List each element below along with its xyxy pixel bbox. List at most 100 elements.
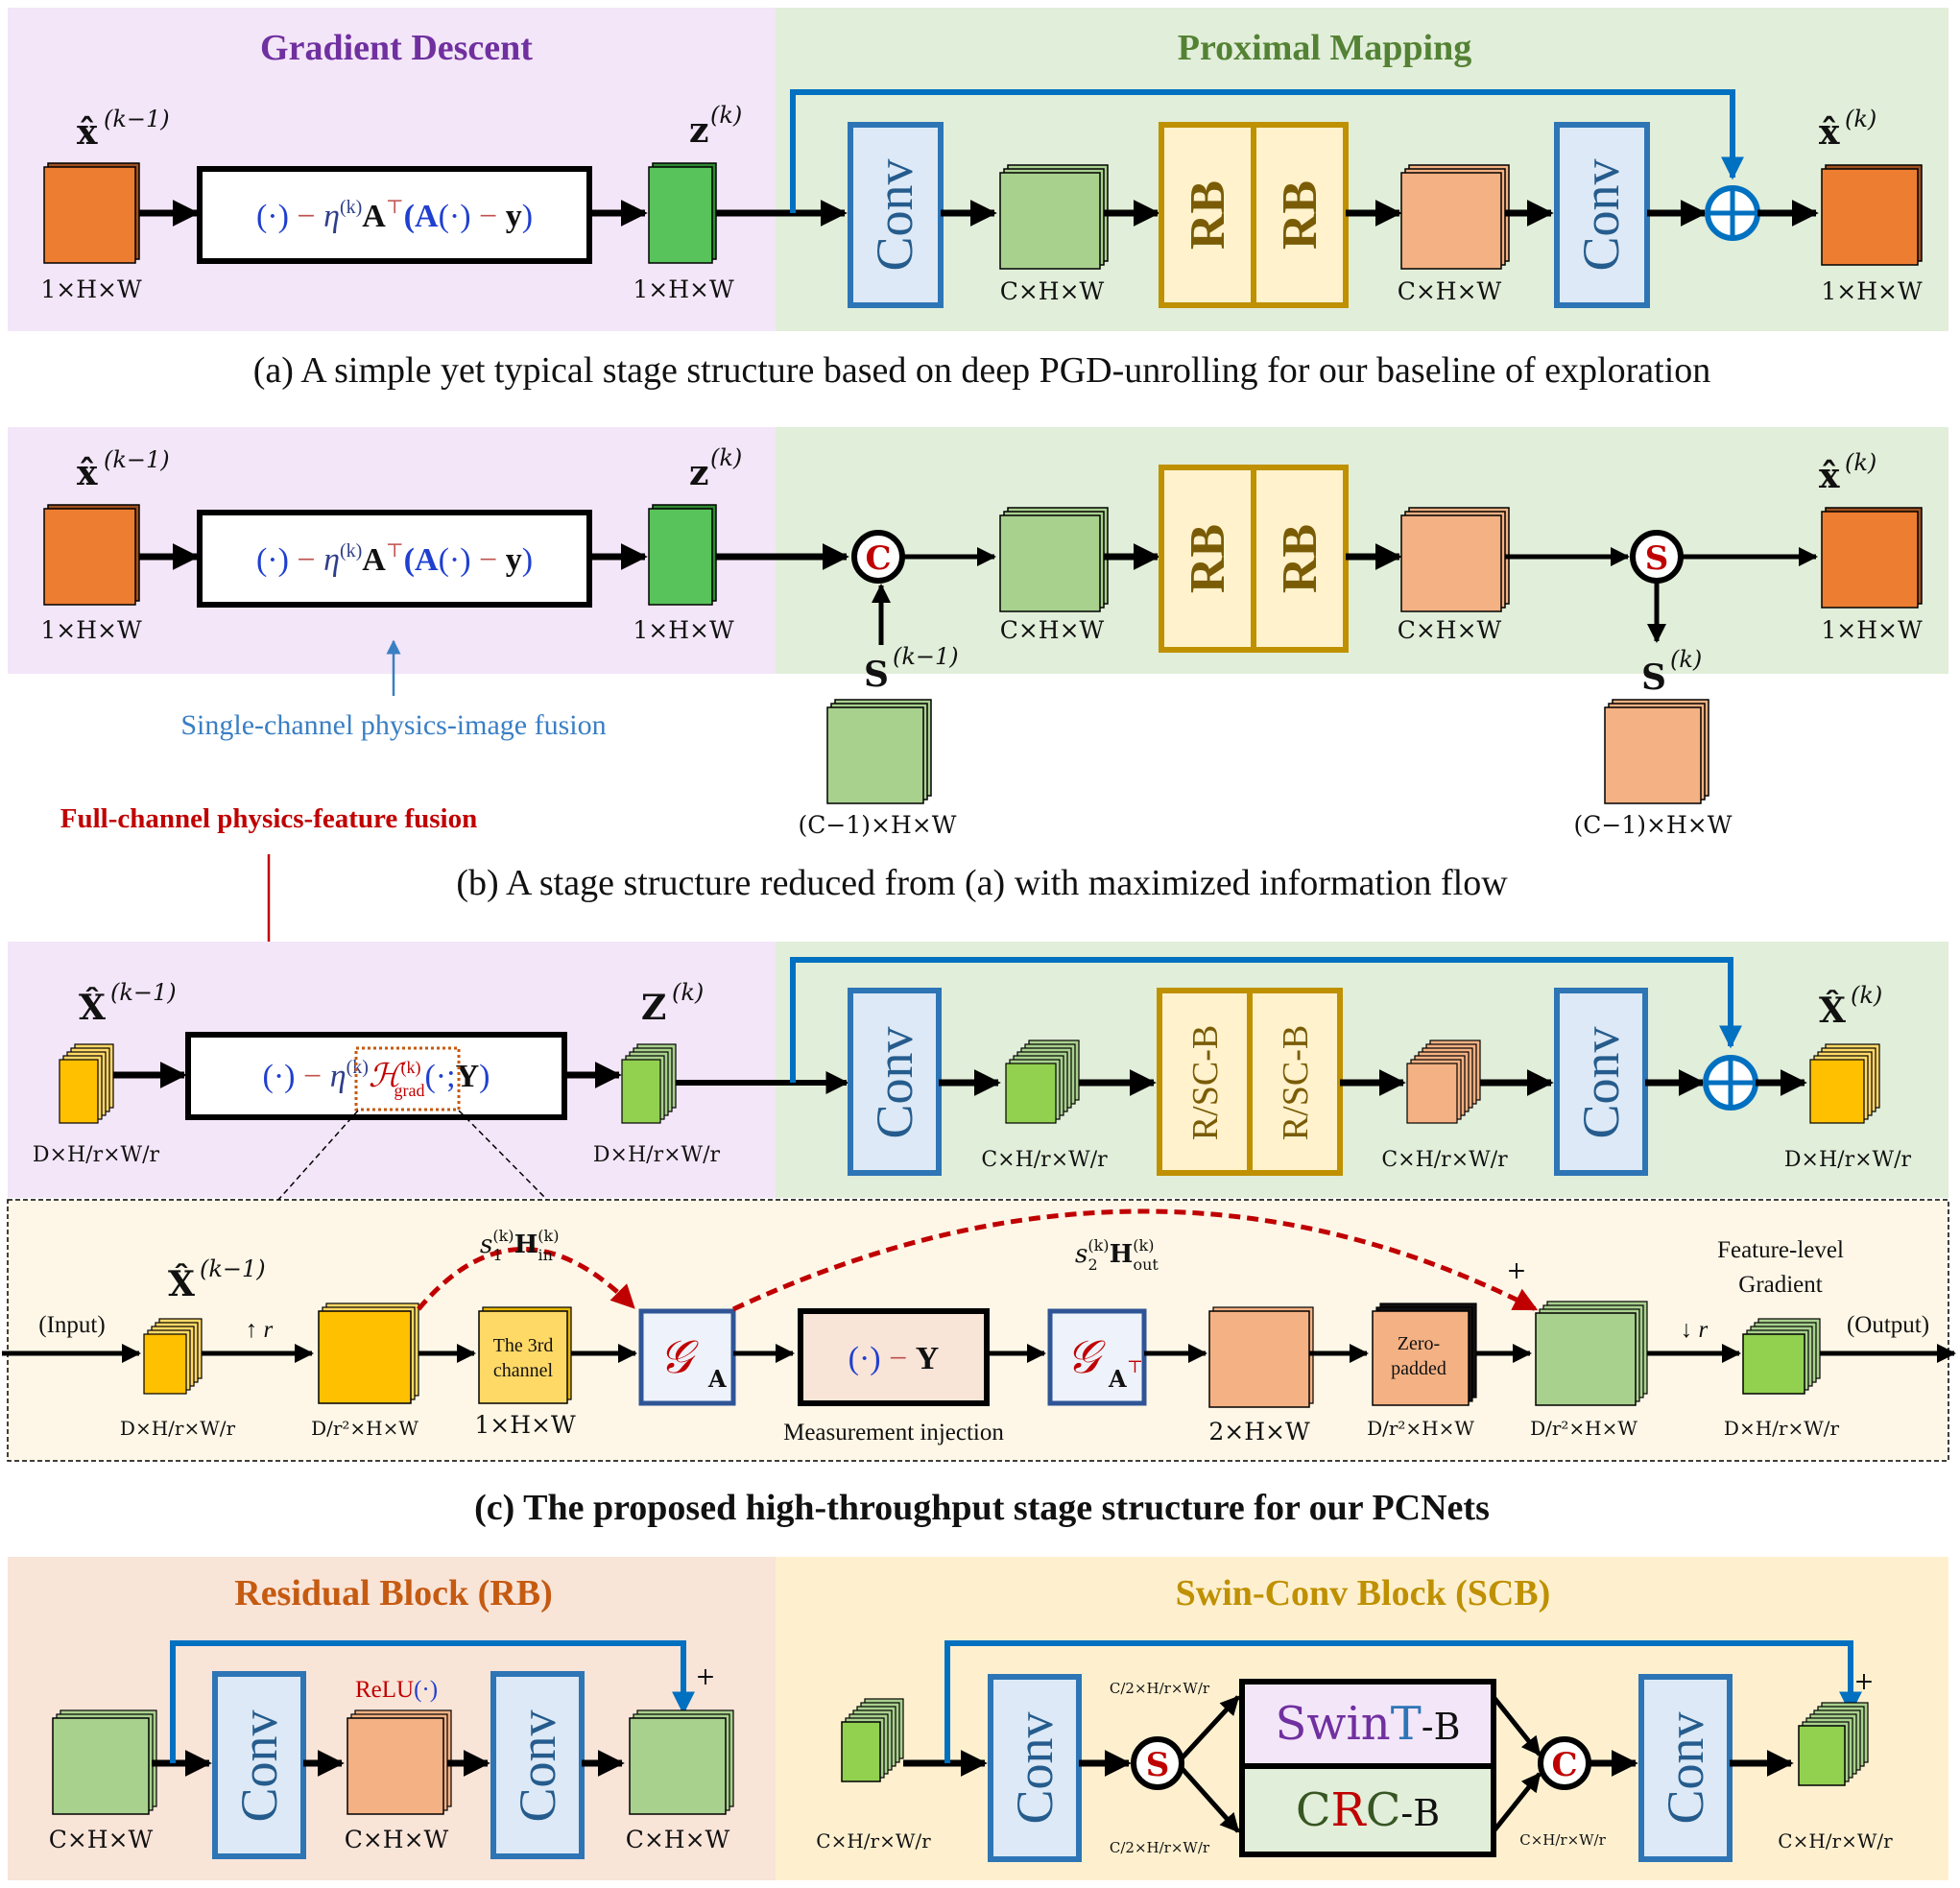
sum-dim: D/r²×H×W [1530,1417,1637,1440]
rb-block [1159,122,1256,308]
svg-text:S: S [1146,1746,1170,1784]
output-variable-superscript: (k) [1851,982,1882,1009]
output-variable: x̂ [1819,456,1840,496]
concat-icon: C [851,530,905,584]
scb-half-dim-top: C/2×H/r×W/r [1110,1680,1210,1697]
conv-block [1554,988,1648,1176]
rscb-block [1157,988,1253,1176]
output-tensor [1821,507,1923,609]
s-in-superscript: (k−1) [893,643,959,670]
upsampled-dim: D/r²×H×W [311,1417,418,1440]
add-icon [1703,1055,1758,1111]
input-dim: 1×H×W [40,275,142,303]
s-out-superscript: (k) [1670,646,1702,673]
rb-label: RB [1181,180,1235,250]
rb-label: RB [1273,180,1327,250]
input-tensor [43,504,140,606]
conv-label: Conv [1572,1026,1630,1138]
z-dim: 1×H×W [633,275,734,303]
third-channel-tensor: The 3rd channel [478,1306,572,1404]
caption-b: (b) A stage structure reduced from (a) w… [456,863,1508,903]
rscb-label: R/SC-B [1276,1025,1316,1140]
s-out-dim: (C−1)×H×W [1574,811,1733,839]
crc-label: CRC-B [1296,1783,1440,1837]
add-icon [1705,185,1760,241]
z-dim: 1×H×W [633,616,734,644]
output-tensor [1821,164,1923,266]
measurement-formula: (·) − Y [849,1341,940,1376]
svg-text:Zero-: Zero- [1398,1333,1440,1354]
z-dim: D×H/r×W/r [593,1143,721,1167]
z-variable: Z [641,988,666,1028]
rb-output-dim: C×H×W [626,1826,730,1853]
conv-label: Conv [866,158,923,271]
caption-a: (a) A simple yet typical stage structure… [253,350,1711,391]
conv-block [1638,1674,1733,1862]
gradient-output-tensor [1742,1318,1821,1395]
zero-padded-tensor: Zero- padded [1372,1302,1477,1406]
adjoint-operator-sup: ⊤ [1127,1357,1143,1377]
arrow [1492,1695,1542,1757]
output-variable: X̂ [1819,990,1846,1031]
rscb-block [1247,988,1343,1176]
conv-label: Conv [230,1709,288,1822]
arrow [1180,1766,1240,1833]
adjoint-operator: 𝒢 [1066,1330,1106,1384]
rb-label: RB [1181,524,1235,593]
arrow [1492,1772,1542,1833]
split-icon: S [1630,530,1684,584]
gradient-step-box [197,510,592,608]
h-grad-highlight [354,1046,461,1111]
input-dim: 1×H×W [40,616,142,644]
feature-tensor [1400,507,1510,612]
panel-a: Gradient Descent Proximal Mapping x̂ (k−… [8,8,1948,391]
feature-dim: C×H×W [1000,277,1105,305]
input-tensor [59,1043,114,1124]
z-variable-superscript: (k) [710,444,742,471]
feature-tensor [1406,1040,1481,1124]
upsample-label: ↑ r [246,1317,274,1343]
scb-cat-dim: C×H/r×W/r [1519,1831,1606,1849]
feature-tensor [1400,164,1510,270]
skip-connection [170,1640,695,1763]
output-tensor [1809,1043,1880,1124]
conv-label: Conv [1006,1711,1064,1824]
s-out-variable: S [1641,657,1666,698]
crc-block [1239,1763,1496,1857]
z-variable: z [689,110,708,151]
conv-block [848,122,944,308]
relu-label: ReLU(·) [355,1677,438,1703]
conv-block [1554,122,1650,308]
input-variable: X̂ [79,987,106,1028]
scb-plus: + [1854,1667,1875,1695]
s-in-variable: S [864,655,889,695]
upsampled-tensor [318,1302,419,1404]
input-label: (Input) [38,1312,105,1338]
conv-label: Conv [866,1026,923,1138]
x-dim: D×H/r×W/r [120,1417,236,1440]
skip-arc-out [731,1208,1539,1312]
adjoint-operator-sub: A [1108,1365,1127,1393]
swint-label: SwinT-B [1275,1697,1460,1751]
feature-tensor [999,164,1109,270]
full-channel-note: Full-channel physics-feature fusion [60,803,478,834]
two-channel-tensor [1208,1306,1314,1408]
conv-label: Conv [509,1709,566,1822]
svg-text:C: C [1551,1746,1577,1784]
feature-dim: C×H/r×W/r [981,1148,1108,1172]
svg-text:channel: channel [493,1360,554,1381]
gradient-formula: (·) − η(k)A⊤(A(·) − y) [256,540,533,578]
conv-block [848,988,942,1176]
proximal-mapping-region [776,8,1948,331]
z-variable-superscript: (k) [672,979,704,1006]
z-variable: z [689,453,708,493]
arrow [1180,1695,1240,1760]
input-variable: x̂ [77,112,98,153]
x-tensor [143,1318,203,1395]
scb-output-dim: C×H/r×W/r [1778,1829,1893,1852]
scb-half-dim-bottom: C/2×H/r×W/r [1110,1839,1210,1856]
feature-tensor [1005,1040,1080,1124]
z-variable-superscript: (k) [710,102,742,129]
output-label: (Output) [1847,1312,1929,1338]
